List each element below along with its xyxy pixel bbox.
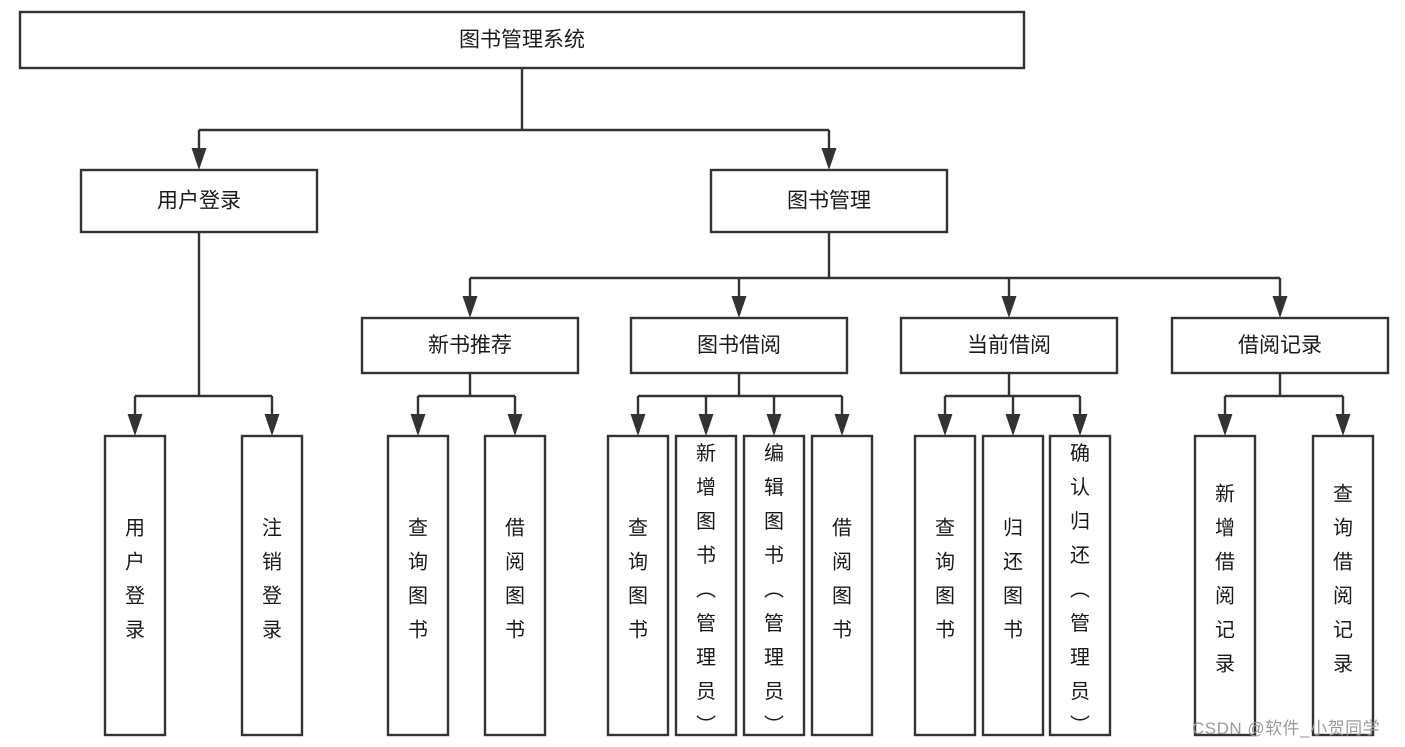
node-label-leaf-query-book-1: 查询图书 <box>408 517 428 642</box>
node-box-user-login <box>79 168 319 234</box>
node-label-leaf-borrow-book-2: 借阅图书 <box>832 517 852 642</box>
node-box-leaf-add-book <box>674 434 738 737</box>
node-box-leaf-query-borrow-record <box>1311 434 1375 737</box>
node-label-leaf-logout: 注销登录 <box>262 517 282 642</box>
node-leaf-return-book[interactable]: 归还图书 <box>981 434 1045 737</box>
arrow-head-icon <box>766 414 782 436</box>
node-leaf-add-book[interactable]: 新增图书︵管理员︶ <box>674 434 738 737</box>
arrow-head-icon <box>1001 296 1017 318</box>
node-box-borrow-records <box>1170 316 1390 375</box>
arrow-head-icon <box>698 414 714 436</box>
connector-layer <box>127 68 1351 436</box>
arrow-head-icon <box>410 414 426 436</box>
edge-group-borrow-records <box>1217 373 1351 436</box>
arrow-head-icon <box>1217 414 1233 436</box>
node-box-leaf-borrow-book-1 <box>483 434 547 737</box>
node-box-leaf-edit-book <box>742 434 806 737</box>
node-box-leaf-borrow-book-2 <box>810 434 874 737</box>
arrow-head-icon <box>264 414 280 436</box>
node-box-leaf-user-login <box>103 434 167 737</box>
node-label-leaf-query-book-2: 查询图书 <box>628 517 648 642</box>
node-box-leaf-add-borrow-record <box>1193 434 1257 737</box>
arrow-head-icon <box>191 148 207 170</box>
node-box-leaf-confirm-return <box>1048 434 1112 737</box>
arrow-head-icon <box>1072 414 1088 436</box>
node-current-borrow[interactable]: 当前借阅 <box>899 316 1119 375</box>
arrow-head-icon <box>462 296 478 318</box>
node-leaf-query-book-2[interactable]: 查询图书 <box>606 434 670 737</box>
node-box-leaf-query-book-3 <box>913 434 977 737</box>
arrow-head-icon <box>630 414 646 436</box>
node-label-leaf-return-book: 归还图书 <box>1003 517 1023 642</box>
node-box-leaf-query-book-2 <box>606 434 670 737</box>
node-label-leaf-add-borrow-record: 新增借阅记录 <box>1215 483 1235 676</box>
node-leaf-logout[interactable]: 注销登录 <box>240 434 304 737</box>
node-label-leaf-query-borrow-record: 查询借阅记录 <box>1333 483 1353 676</box>
node-root[interactable]: 图书管理系统 <box>18 10 1026 70</box>
arrow-head-icon <box>127 414 143 436</box>
edge-group-user-login <box>127 232 280 436</box>
node-box-current-borrow <box>899 316 1119 375</box>
node-layer: 图书管理系统用户登录图书管理新书推荐图书借阅当前借阅借阅记录用户登录注销登录查询… <box>18 10 1390 737</box>
node-user-login[interactable]: 用户登录 <box>79 168 319 234</box>
node-label-new-book-recommend: 新书推荐 <box>428 334 512 357</box>
node-box-book-management <box>709 168 949 234</box>
arrow-head-icon <box>834 414 850 436</box>
node-book-management[interactable]: 图书管理 <box>709 168 949 234</box>
node-label-leaf-edit-book: 编辑图书︵管理员︶ <box>764 442 784 737</box>
arrow-head-icon <box>1005 414 1021 436</box>
node-box-leaf-return-book <box>981 434 1045 737</box>
node-label-leaf-add-book: 新增图书︵管理员︶ <box>696 442 716 737</box>
node-box-root <box>18 10 1026 70</box>
edge-group-book-management <box>462 232 1288 318</box>
edge-group-root <box>191 68 837 170</box>
arrow-head-icon <box>507 414 523 436</box>
node-label-user-login: 用户登录 <box>157 190 241 213</box>
arrow-head-icon <box>1272 296 1288 318</box>
node-box-leaf-logout <box>240 434 304 737</box>
node-leaf-add-borrow-record[interactable]: 新增借阅记录 <box>1193 434 1257 737</box>
arrow-head-icon <box>731 296 747 318</box>
node-new-book-recommend[interactable]: 新书推荐 <box>360 316 580 375</box>
node-leaf-borrow-book-1[interactable]: 借阅图书 <box>483 434 547 737</box>
node-box-book-borrow <box>629 316 849 375</box>
node-leaf-edit-book[interactable]: 编辑图书︵管理员︶ <box>742 434 806 737</box>
node-box-new-book-recommend <box>360 316 580 375</box>
node-label-root: 图书管理系统 <box>459 29 585 52</box>
arrow-head-icon <box>1335 414 1351 436</box>
edge-group-current-borrow <box>937 373 1088 436</box>
node-leaf-borrow-book-2[interactable]: 借阅图书 <box>810 434 874 737</box>
node-label-current-borrow: 当前借阅 <box>967 334 1051 357</box>
arrow-head-icon <box>821 148 837 170</box>
node-book-borrow[interactable]: 图书借阅 <box>629 316 849 375</box>
node-label-leaf-confirm-return: 确认归还︵管理员︶ <box>1070 442 1090 737</box>
node-borrow-records[interactable]: 借阅记录 <box>1170 316 1390 375</box>
node-label-leaf-query-book-3: 查询图书 <box>935 517 955 642</box>
node-label-book-management: 图书管理 <box>787 190 871 213</box>
node-label-borrow-records: 借阅记录 <box>1238 334 1322 357</box>
node-box-leaf-query-book-1 <box>386 434 450 737</box>
node-leaf-query-borrow-record[interactable]: 查询借阅记录 <box>1311 434 1375 737</box>
node-label-book-borrow: 图书借阅 <box>697 334 781 357</box>
node-leaf-query-book-3[interactable]: 查询图书 <box>913 434 977 737</box>
arrow-head-icon <box>937 414 953 436</box>
node-label-leaf-borrow-book-1: 借阅图书 <box>505 517 525 642</box>
node-leaf-confirm-return[interactable]: 确认归还︵管理员︶ <box>1048 434 1112 737</box>
node-leaf-user-login[interactable]: 用户登录 <box>103 434 167 737</box>
edge-group-book-borrow <box>630 373 850 436</box>
node-leaf-query-book-1[interactable]: 查询图书 <box>386 434 450 737</box>
edge-group-new-book-recommend <box>410 373 523 436</box>
node-label-leaf-user-login: 用户登录 <box>125 518 145 642</box>
